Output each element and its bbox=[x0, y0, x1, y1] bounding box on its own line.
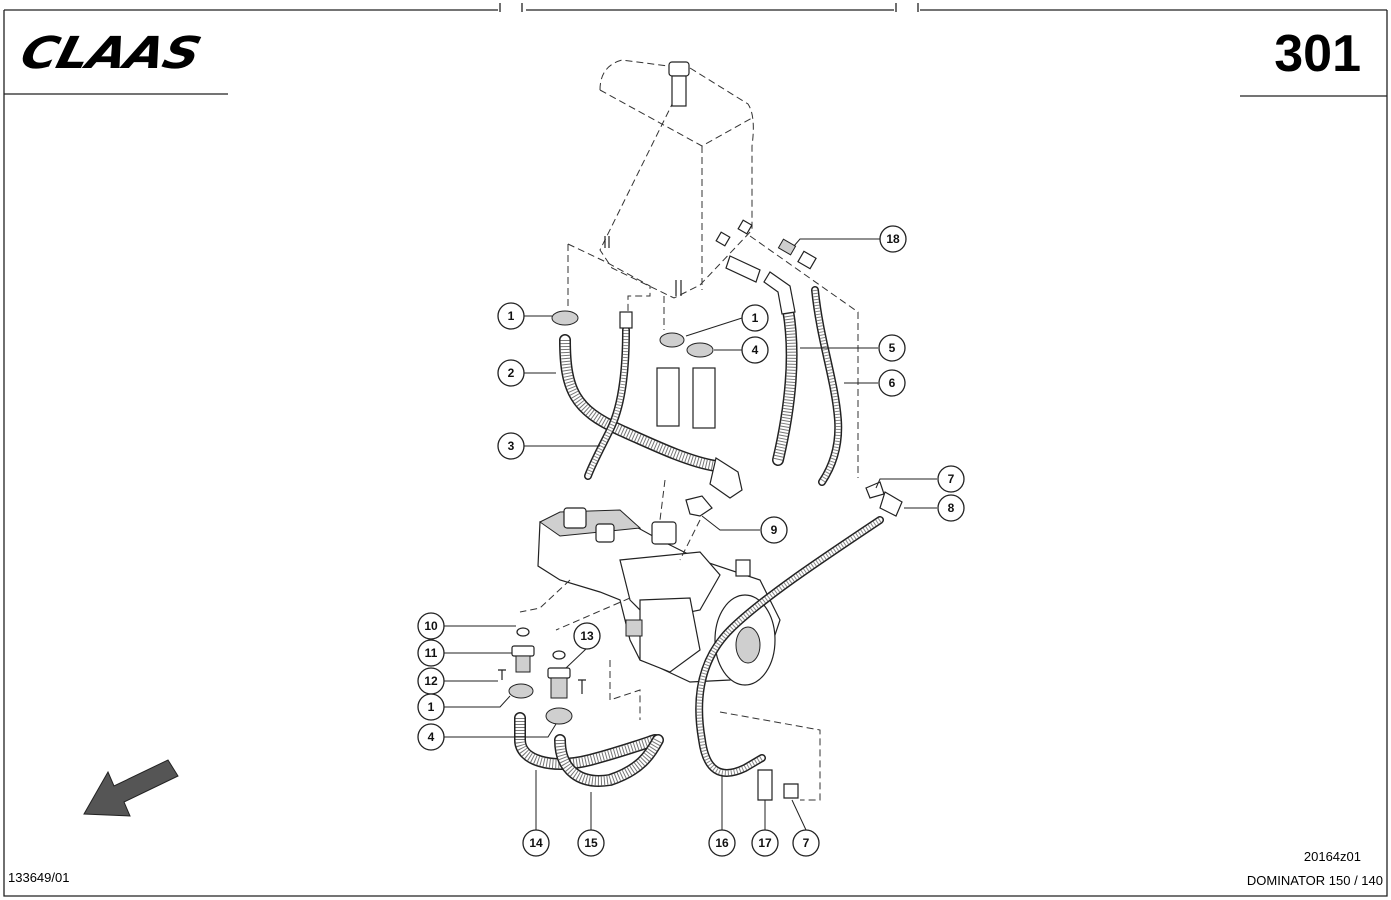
svg-text:4: 4 bbox=[428, 730, 435, 744]
svg-text:1: 1 bbox=[508, 309, 515, 323]
svg-text:7: 7 bbox=[948, 472, 955, 486]
callout-3: 3 bbox=[497, 432, 525, 460]
svg-text:14: 14 bbox=[529, 836, 543, 850]
svg-text:15: 15 bbox=[584, 836, 598, 850]
tank-cap bbox=[668, 61, 690, 77]
lower-fittings bbox=[498, 481, 903, 801]
direction-arrow-icon bbox=[83, 759, 179, 817]
svg-text:13: 13 bbox=[580, 629, 594, 643]
page-number: 301 bbox=[1274, 25, 1361, 83]
svg-text:1: 1 bbox=[428, 700, 435, 714]
callout-10: 10 bbox=[417, 612, 445, 640]
callout-12: 12 bbox=[417, 667, 445, 695]
callout-16: 16 bbox=[708, 829, 736, 857]
svg-text:5: 5 bbox=[889, 341, 896, 355]
drawing-number: 133649/01 bbox=[8, 870, 70, 885]
svg-text:10: 10 bbox=[424, 619, 438, 633]
svg-text:16: 16 bbox=[715, 836, 729, 850]
page-frame bbox=[3, 3, 1388, 897]
svg-text:6: 6 bbox=[889, 376, 896, 390]
callout-1b: 1 bbox=[741, 304, 769, 332]
svg-text:12: 12 bbox=[424, 674, 438, 688]
callout-9: 9 bbox=[760, 516, 788, 544]
callout-18: 18 bbox=[879, 225, 907, 253]
svg-text:4: 4 bbox=[752, 343, 759, 357]
callout-11: 11 bbox=[417, 639, 445, 667]
callout-5: 5 bbox=[878, 334, 906, 362]
svg-text:8: 8 bbox=[948, 501, 955, 515]
callout-4b: 4 bbox=[417, 723, 445, 751]
oil-tank bbox=[567, 59, 754, 330]
svg-text:2: 2 bbox=[508, 366, 515, 380]
model-name: DOMINATOR 150 / 140 bbox=[1246, 873, 1383, 888]
svg-text:7: 7 bbox=[803, 836, 810, 850]
svg-text:1: 1 bbox=[752, 311, 759, 325]
svg-text:9: 9 bbox=[771, 523, 778, 537]
figure-code: 20164z01 bbox=[1303, 849, 1361, 864]
svg-text:18: 18 bbox=[886, 232, 900, 246]
hose-clamps bbox=[508, 310, 714, 725]
svg-text:11: 11 bbox=[425, 646, 438, 660]
svg-text:17: 17 bbox=[758, 836, 772, 850]
upper-fittings bbox=[715, 219, 859, 478]
callout-7a: 7 bbox=[937, 465, 965, 493]
callout-leaders bbox=[444, 238, 937, 831]
hydraulic-pump bbox=[519, 479, 821, 801]
callout-4a: 4 bbox=[741, 336, 769, 364]
upper-hoses bbox=[559, 286, 843, 499]
callout-17: 17 bbox=[751, 829, 779, 857]
callout-7b: 7 bbox=[792, 829, 820, 857]
callout-13: 13 bbox=[573, 622, 601, 650]
lower-hoses bbox=[514, 516, 884, 787]
callout-14: 14 bbox=[522, 829, 550, 857]
callout-2: 2 bbox=[497, 359, 525, 387]
callout-8: 8 bbox=[937, 494, 965, 522]
callout-6: 6 bbox=[878, 369, 906, 397]
svg-text:3: 3 bbox=[508, 439, 515, 453]
callout-15: 15 bbox=[577, 829, 605, 857]
callout-1a: 1 bbox=[497, 302, 525, 330]
callout-1c: 1 bbox=[417, 693, 445, 721]
